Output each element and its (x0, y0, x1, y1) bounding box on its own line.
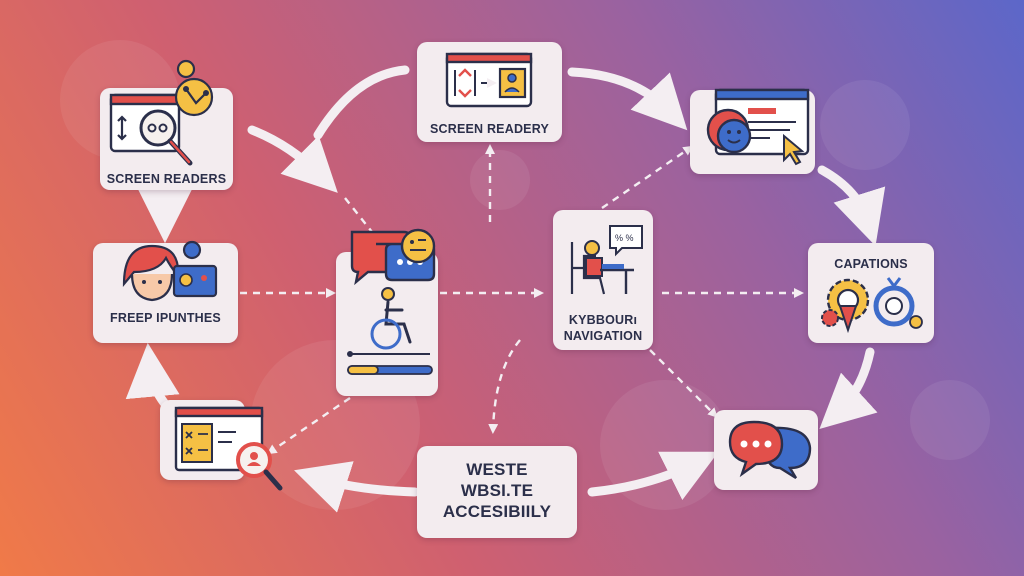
node-label: CAPATIONS (834, 257, 908, 271)
document-search-icon (174, 406, 283, 491)
arrow-readery-to-browser (567, 67, 688, 131)
node-label: FREEP IPUNTHES (110, 311, 221, 325)
person-at-desk-icon: % % (570, 225, 643, 295)
bokeh-circle (470, 150, 530, 210)
node-label: SCREEN READERS (106, 172, 227, 186)
wheelchair-chat-icon (347, 228, 436, 375)
node-label-line2: NAVIGATION (563, 329, 643, 343)
dashed-to-website (488, 339, 521, 434)
arrow-top-left-arc (313, 65, 410, 140)
node-website-accessibility: WESTE WBSI.TE ACCESIBIILY (417, 446, 577, 538)
node-label: SCREEN READERY (429, 122, 550, 136)
user-profile-icon (122, 240, 218, 302)
arrow-capations-to-chat (819, 347, 878, 430)
dashed-keyboard-to-chat (649, 349, 718, 418)
bokeh-circle (820, 80, 910, 170)
dashed-keyboard-to-browser (601, 145, 694, 209)
screen-reader-window-icon (445, 52, 533, 108)
arrow-browser-to-capations (817, 165, 886, 247)
node-label-line1: KYBBOURı (568, 313, 638, 327)
arrow-website-to-chat (587, 451, 719, 501)
node-label-line2: WBSI.TE (460, 481, 534, 500)
dashed-hub-to-search (266, 397, 351, 455)
svg-text:% %: % % (615, 233, 634, 243)
arrow-readers-to-hub (247, 125, 338, 193)
bokeh-circle (910, 380, 990, 460)
browser-smiley-cursor-icon (706, 88, 810, 166)
node-label-line3: ACCESIBIILY (442, 502, 552, 521)
arrow-website-to-search (294, 461, 420, 513)
gears-caption-icon (821, 277, 923, 334)
chat-bubbles-icon (728, 420, 812, 480)
node-label-line1: WESTE (466, 460, 528, 479)
magnifier-screen-icon (109, 59, 214, 166)
